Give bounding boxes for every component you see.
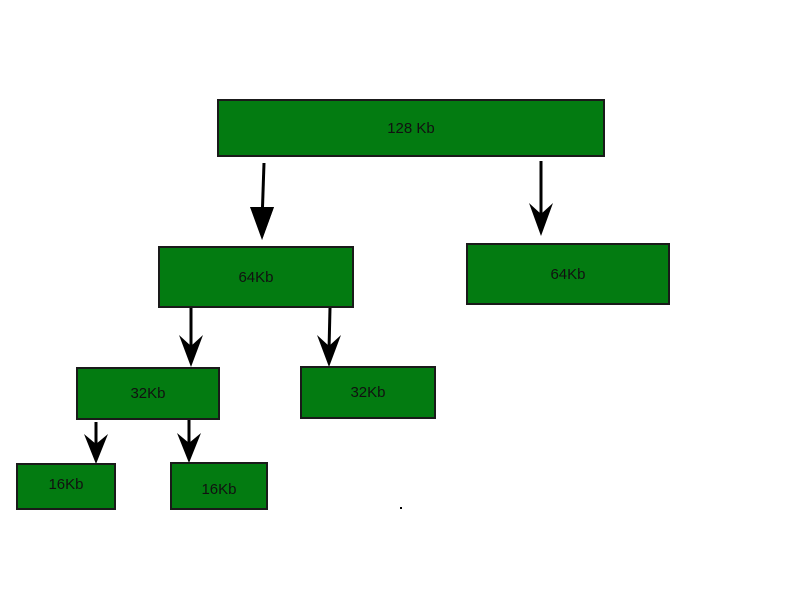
arrow-left-64-to-left-32 bbox=[179, 308, 203, 367]
block-64kb-left: 64Kb bbox=[158, 246, 354, 308]
block-32kb-left-label: 32Kb bbox=[130, 385, 166, 402]
arrow-128-to-left-64 bbox=[250, 162, 274, 240]
arrow-left-32-to-right-16 bbox=[177, 420, 201, 463]
block-64kb-left-label: 64Kb bbox=[238, 268, 274, 286]
block-16kb-right-label: 16Kb bbox=[201, 480, 237, 498]
stray-dot bbox=[400, 507, 402, 509]
block-16kb-left-label: 16Kb bbox=[48, 476, 84, 493]
arrow-128-to-right-64 bbox=[529, 161, 553, 236]
arrow-left-64-to-right-32 bbox=[317, 307, 341, 367]
block-64kb-right-label: 64Kb bbox=[550, 265, 586, 283]
arrow-left-32-to-left-16 bbox=[84, 422, 108, 464]
block-32kb-left: 32Kb bbox=[76, 367, 220, 420]
block-16kb-left: 16Kb bbox=[16, 463, 116, 510]
block-32kb-right: 32Kb bbox=[300, 366, 436, 419]
block-128kb-label: 128 Kb bbox=[387, 119, 435, 137]
block-64kb-right: 64Kb bbox=[466, 243, 670, 305]
block-128kb: 128 Kb bbox=[217, 99, 605, 157]
block-32kb-right-label: 32Kb bbox=[350, 384, 386, 401]
block-16kb-right: 16Kb bbox=[170, 462, 268, 510]
